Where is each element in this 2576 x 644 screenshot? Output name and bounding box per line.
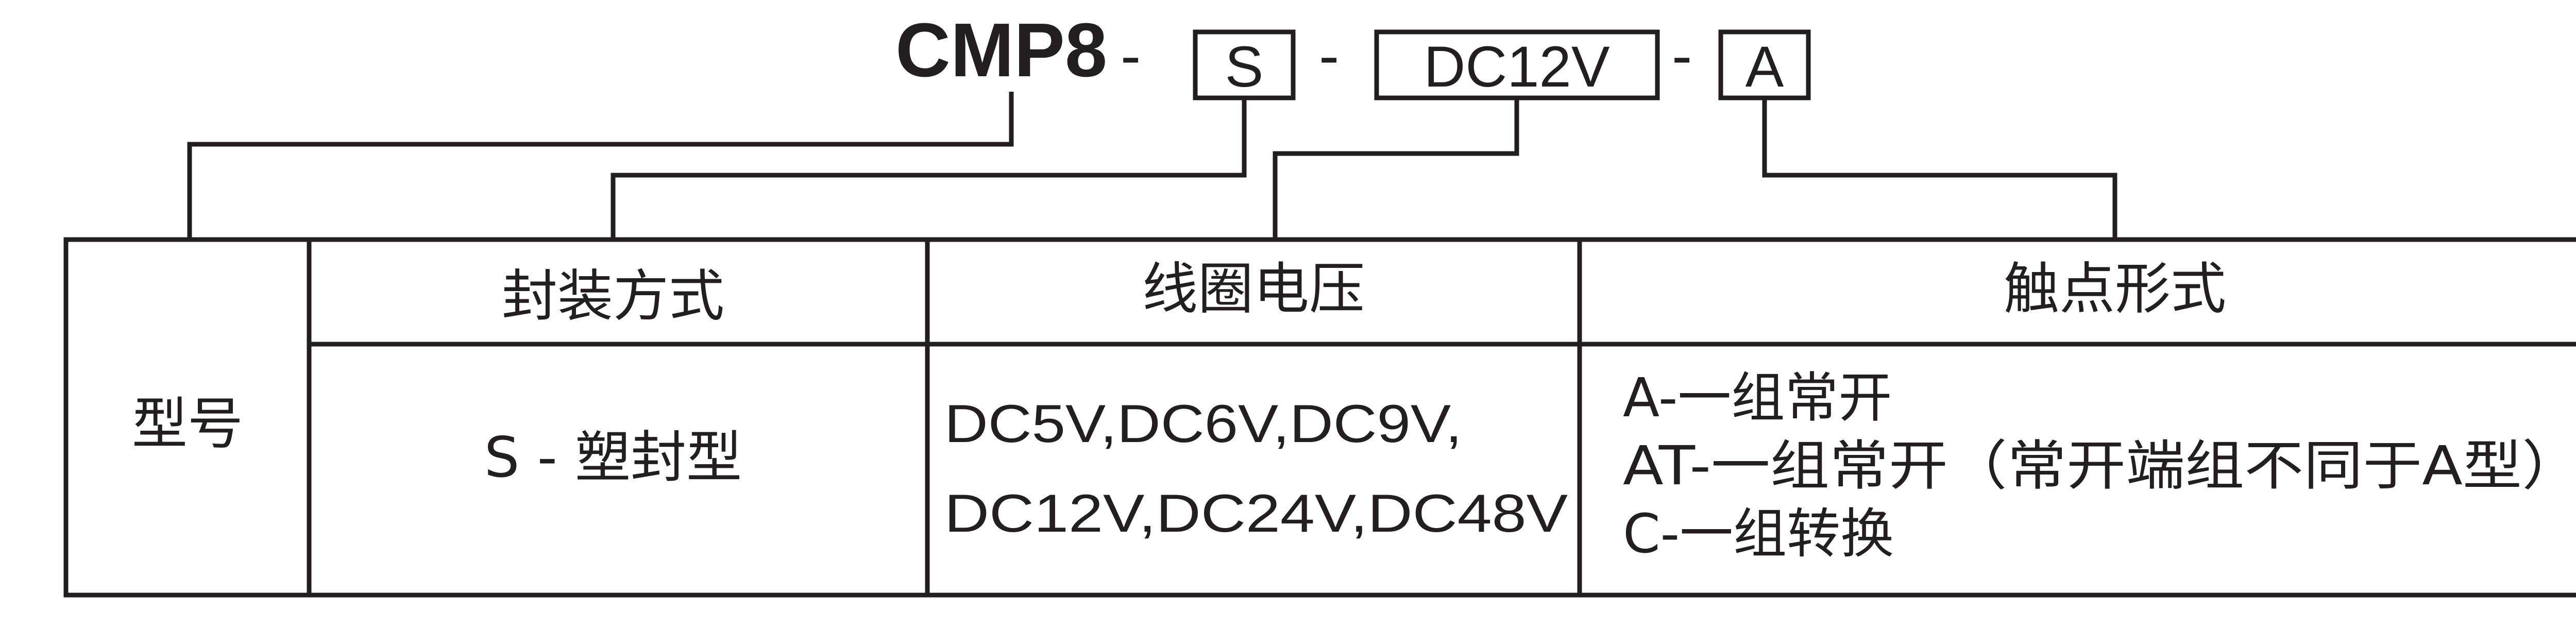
voltage-code: DC12V [1423, 35, 1609, 99]
header-contact: 触点形式 [2004, 257, 2226, 321]
contact-line-3: C-一组转换 [1623, 502, 1894, 565]
header-voltage: 线圈电压 [1142, 257, 1365, 321]
package-code: S [1225, 35, 1264, 99]
row-header-model: 型号 [132, 392, 243, 456]
separator-3: - [1672, 22, 1692, 90]
spec-table [63, 237, 2576, 598]
contact-code: A [1745, 35, 1784, 99]
connector-model [187, 92, 1014, 240]
connector-voltage [1273, 98, 1519, 240]
contact-line-1: A-一组常开 [1623, 366, 1892, 429]
table-border [63, 237, 2576, 598]
voltage-line-1: DC5V,DC6V,DC9V, [944, 394, 1462, 454]
package-value: S - 塑封型 [484, 426, 742, 490]
connector-package [611, 98, 1247, 240]
separator-2: - [1319, 22, 1339, 90]
connector-lines [187, 92, 2117, 240]
connector-contact [1762, 98, 2117, 240]
contact-line-2: AT-一组常开（常开端组不同于A型） [1623, 434, 2576, 497]
header-package: 封装方式 [502, 264, 724, 329]
separator-1: - [1121, 22, 1141, 90]
voltage-line-2: DC12V,DC24V,DC48V [944, 484, 1568, 544]
model-name: CMP8 [895, 8, 1107, 93]
